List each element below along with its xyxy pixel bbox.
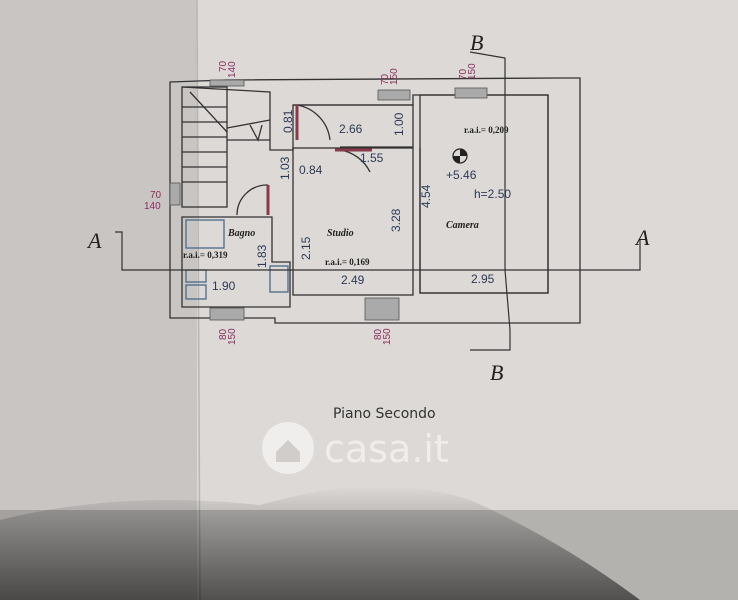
dimension-label: 4.54	[419, 184, 433, 208]
opening-label-top: 70	[218, 60, 229, 72]
section-label-b-bottom: B	[490, 360, 503, 385]
room-name-studio: Studio	[327, 228, 354, 239]
watermark-text: casa.it	[324, 427, 449, 471]
shower-icon	[185, 219, 225, 249]
door-swing	[236, 184, 269, 216]
paper-left	[0, 0, 200, 600]
room-name-camera: Camera	[446, 220, 479, 231]
corridor	[293, 104, 414, 148]
window-opening	[209, 79, 245, 87]
dimension-label: 1.03	[278, 156, 292, 180]
opening-label-bottom: 150	[389, 68, 400, 85]
studio-room	[292, 147, 414, 296]
dimension-label: 0.81	[281, 109, 295, 133]
floor-title: Piano Secondo	[333, 406, 436, 422]
photo-shadow	[0, 486, 640, 600]
opening-label-top: 70	[458, 68, 469, 80]
dimension-label: 2.15	[299, 236, 313, 260]
outer-wall	[169, 77, 581, 324]
opening-label-top: 70	[380, 73, 391, 85]
window-opening	[169, 182, 181, 206]
ceiling-height-label: h=2.50	[474, 187, 511, 201]
section-line-b	[469, 51, 511, 351]
bagno-room	[181, 216, 291, 308]
opening-label-bottom: 150	[467, 63, 478, 80]
dimension-label: 2.49	[341, 273, 365, 287]
opening-label-bottom: 140	[227, 61, 238, 78]
dimension-label: 1.83	[255, 244, 269, 268]
opening-label-bottom: 140	[144, 201, 161, 212]
dimension-label: 1.00	[392, 112, 406, 136]
casa-it-logo-icon	[262, 422, 314, 474]
opening-label-top: 80	[218, 328, 229, 340]
opening-label-bottom: 150	[227, 328, 238, 345]
door-swing	[296, 104, 331, 141]
opening-label-top: 70	[150, 190, 162, 201]
elevation-marker-icon	[452, 148, 468, 164]
section-label-a-left: A	[86, 228, 102, 253]
section-label-b-top: B	[470, 30, 483, 55]
window-opening	[454, 87, 488, 99]
dimension-label: 2.66	[339, 122, 363, 136]
room-rai-bagno: r.a.i.= 0,319	[183, 250, 228, 260]
room-rai-studio: r.a.i.= 0,169	[325, 257, 370, 267]
dimension-label: 0.84	[299, 163, 323, 177]
dimension-label: 3.28	[389, 208, 403, 232]
window-opening	[377, 89, 411, 101]
opening-label-top: 80	[373, 328, 384, 340]
section-label-a-right: A	[634, 225, 650, 250]
section-line-a	[115, 231, 641, 271]
dimension-label: 2.95	[471, 272, 495, 286]
dimension-label: 1.90	[212, 279, 236, 293]
room-name-bagno: Bagno	[227, 228, 255, 239]
photo-shadow-bottom	[0, 510, 738, 600]
window-opening	[209, 307, 245, 321]
stair-arrow	[189, 91, 263, 142]
sink-icon	[269, 265, 289, 293]
room-rai-camera: r.a.i.= 0,209	[464, 125, 509, 135]
staircase	[181, 86, 228, 208]
toilet-icon	[185, 284, 207, 300]
window-opening	[364, 297, 400, 321]
elevation-label: +5.46	[446, 168, 477, 182]
opening-label-bottom: 150	[382, 328, 393, 345]
dimension-label: 1.55	[360, 151, 384, 165]
